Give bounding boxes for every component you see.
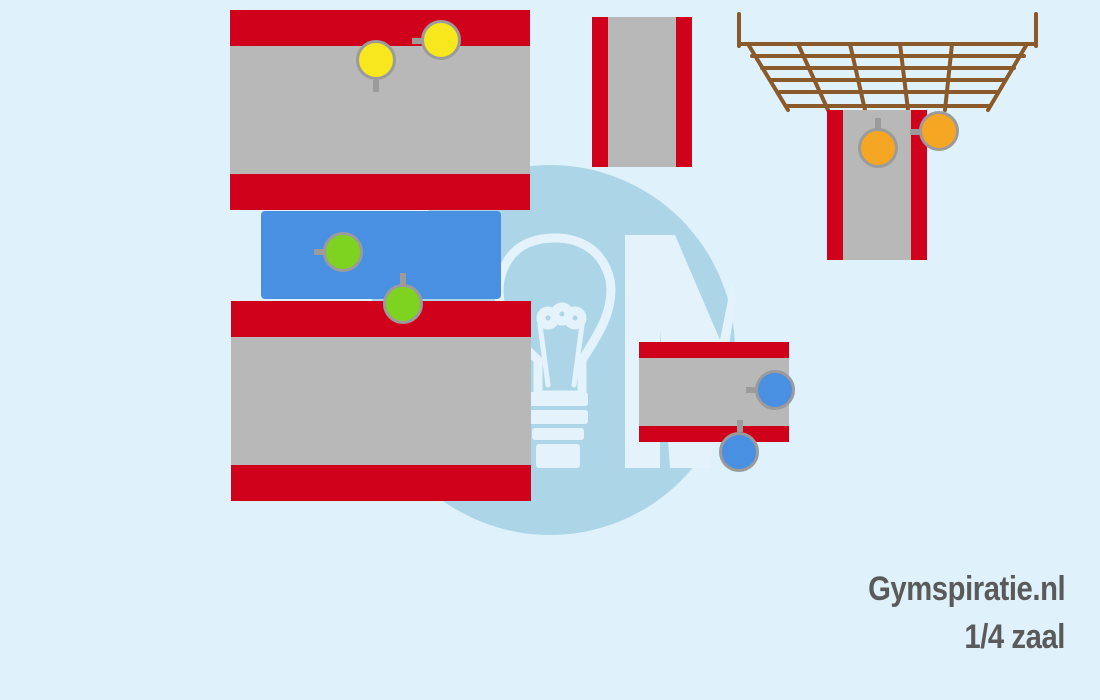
marker-stem — [875, 118, 881, 130]
marker-stem — [373, 80, 379, 92]
site-caption: Gymspiratie.nl — [867, 570, 1066, 608]
orange-station-marker — [919, 111, 959, 151]
yellow-station-marker — [421, 20, 461, 60]
marker-stem — [737, 420, 743, 432]
mat-stripe — [639, 342, 789, 358]
blue-station-marker — [755, 370, 795, 410]
marker-stem — [314, 249, 326, 255]
mat-stripe — [676, 17, 692, 167]
mat-stripe — [592, 17, 608, 167]
marker-stem — [400, 273, 406, 285]
blue-gym-mat — [261, 211, 501, 299]
yellow-station-marker — [356, 40, 396, 80]
mat-stripe — [231, 301, 531, 337]
mat-stripe — [639, 426, 789, 442]
mat-stripe — [911, 110, 927, 260]
mat-stripe — [827, 110, 843, 260]
marker-stem — [910, 129, 922, 135]
marker-stem — [412, 38, 424, 44]
green-station-marker — [383, 284, 423, 324]
green-station-marker — [323, 232, 363, 272]
landing-mat-top-middle — [592, 17, 692, 167]
blue-station-marker — [719, 432, 759, 472]
wall-bars — [737, 12, 1038, 112]
mat-stripe — [231, 465, 531, 501]
mat-stripe — [230, 174, 530, 210]
marker-stem — [746, 387, 758, 393]
orange-station-marker — [858, 128, 898, 168]
area-caption: 1/4 zaal — [964, 618, 1065, 656]
